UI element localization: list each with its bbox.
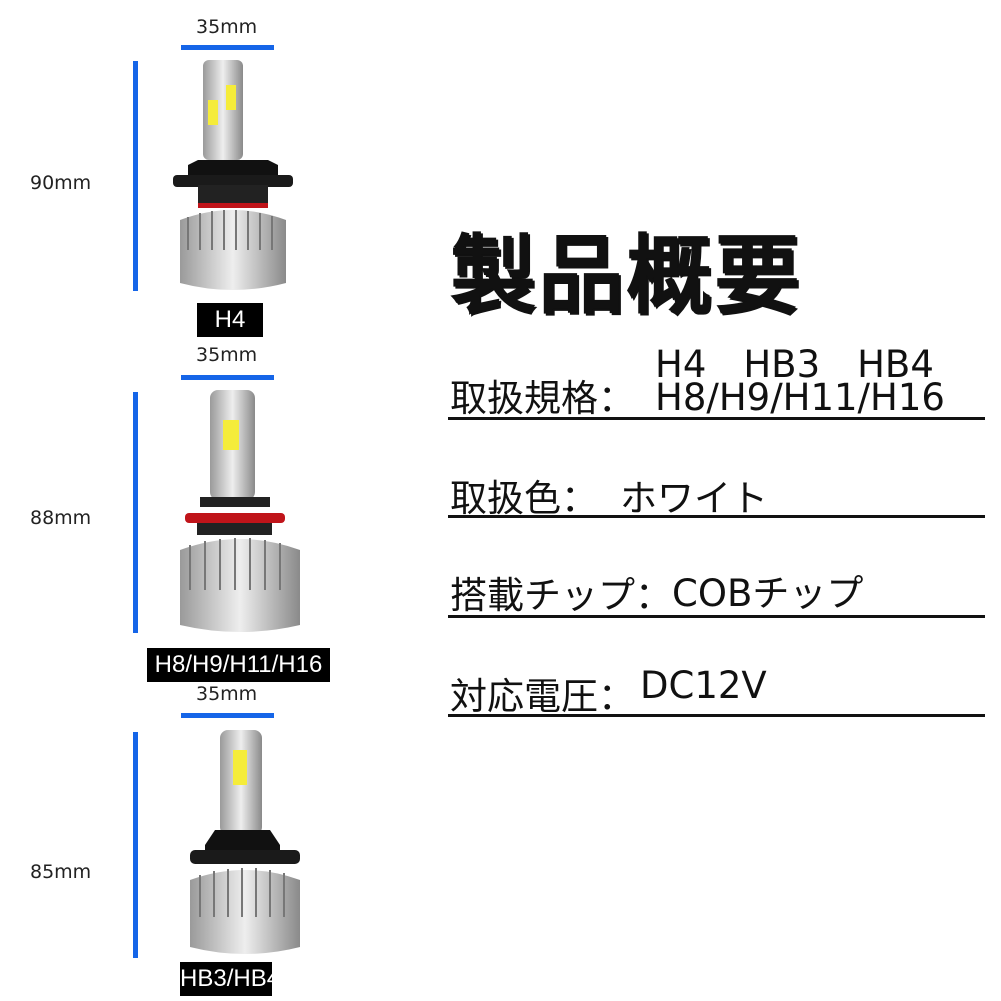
standard-label: 取扱規格：	[450, 377, 635, 420]
height-dimension-h4: 90mm	[30, 172, 92, 194]
h8-bulb-image	[180, 390, 300, 632]
chip-value: COBチップ	[672, 572, 864, 615]
width-dimension-h8: 35mm	[196, 344, 258, 366]
color-value: ホワイト	[620, 477, 768, 520]
voltage-label: 対応電圧：	[450, 675, 635, 718]
voltage-value: DC12V	[640, 664, 767, 707]
color-label: 取扱色：	[450, 477, 598, 520]
width-line-h4	[181, 45, 274, 50]
divider	[448, 615, 985, 618]
divider	[448, 515, 985, 518]
standard-value-line1: H4 HB3 HB4	[655, 343, 934, 386]
bulb-type-label-h8: H8/H9/H11/H16	[147, 648, 330, 682]
divider	[448, 417, 985, 420]
hb3-bulb-image	[190, 730, 300, 954]
width-line-hb3	[181, 713, 274, 718]
width-dimension-hb3: 35mm	[196, 683, 258, 705]
height-dimension-h8: 88mm	[30, 507, 92, 529]
standard-value-line2: H8/H9/H11/H16	[655, 376, 945, 419]
bulb-type-label-h4: H4	[197, 303, 263, 337]
width-line-h8	[181, 375, 274, 380]
height-line-hb3	[133, 732, 138, 958]
bulb-type-label-hb3: HB3/HB4	[180, 962, 280, 996]
h4-bulb-image	[173, 60, 293, 290]
height-dimension-hb3: 85mm	[30, 861, 92, 883]
chip-label: 搭載チップ：	[450, 574, 672, 617]
height-line-h8	[133, 392, 138, 633]
divider	[448, 714, 985, 717]
page-title: 製品概要	[450, 226, 802, 326]
width-dimension-h4: 35mm	[196, 16, 258, 38]
height-line-h4	[133, 61, 138, 291]
